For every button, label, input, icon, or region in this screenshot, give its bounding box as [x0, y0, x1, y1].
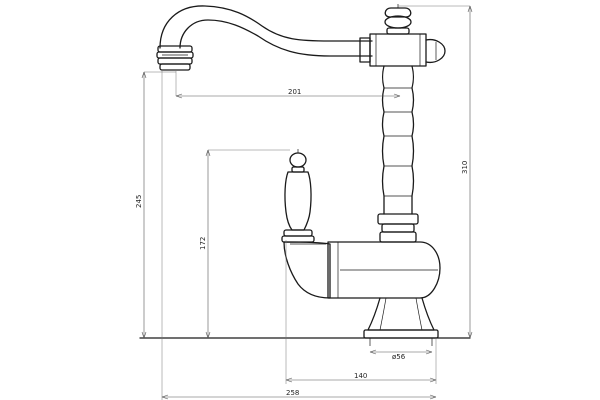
dimension-label-258: 258	[286, 389, 299, 397]
dimension-label-140: 140	[354, 372, 367, 380]
dimension-label-172: 172	[199, 237, 207, 250]
faucet-neck	[367, 297, 435, 331]
extension-lines	[144, 5, 470, 400]
spout-inner	[179, 19, 373, 57]
faucet-body	[327, 241, 441, 299]
spout-collar	[359, 33, 427, 67]
lever-arm	[283, 241, 331, 299]
lever-handle	[284, 171, 312, 231]
dimension-lever-height: 172	[199, 149, 211, 339]
lever-knob	[289, 149, 307, 173]
dimension-spout-height: 245	[135, 71, 147, 339]
dimension-base-to-lever: 140	[285, 372, 437, 383]
dimension-spout-reach: 201	[175, 88, 401, 99]
column-base-ring	[377, 213, 419, 243]
top-finial	[384, 4, 412, 35]
dimension-total-width: 258	[161, 389, 437, 400]
dimension-total-height: 310	[461, 5, 473, 339]
dimension-base-diameter: ø56	[369, 349, 433, 361]
spout-outer	[159, 5, 373, 49]
spout-aerator	[156, 45, 194, 71]
faucet-outline	[139, 4, 471, 346]
dimension-label-245: 245	[135, 195, 143, 208]
dimension-label-310: 310	[461, 161, 469, 174]
faucet-base	[139, 329, 471, 346]
dimension-label-201: 201	[288, 88, 301, 96]
side-cap	[425, 38, 446, 64]
faucet-column	[381, 65, 415, 215]
lever-collar	[281, 229, 315, 243]
dimension-label-56: ø56	[392, 353, 406, 361]
